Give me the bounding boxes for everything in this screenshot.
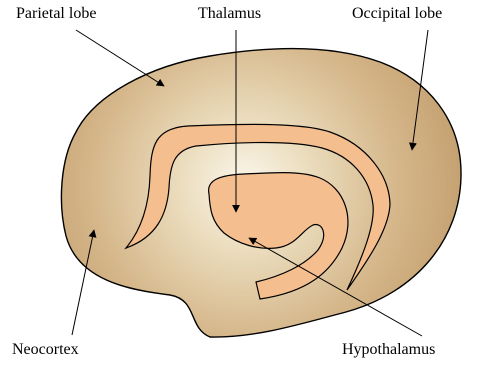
neocortex-label: Neocortex	[12, 342, 79, 358]
parietal-lobe-pointer	[76, 30, 164, 86]
parietal-lobe-label: Parietal lobe	[16, 6, 96, 22]
occipital-lobe-label: Occipital lobe	[352, 6, 442, 22]
thalamus-label: Thalamus	[198, 6, 261, 22]
hypothalamus-label: Hypothalamus	[342, 342, 435, 358]
